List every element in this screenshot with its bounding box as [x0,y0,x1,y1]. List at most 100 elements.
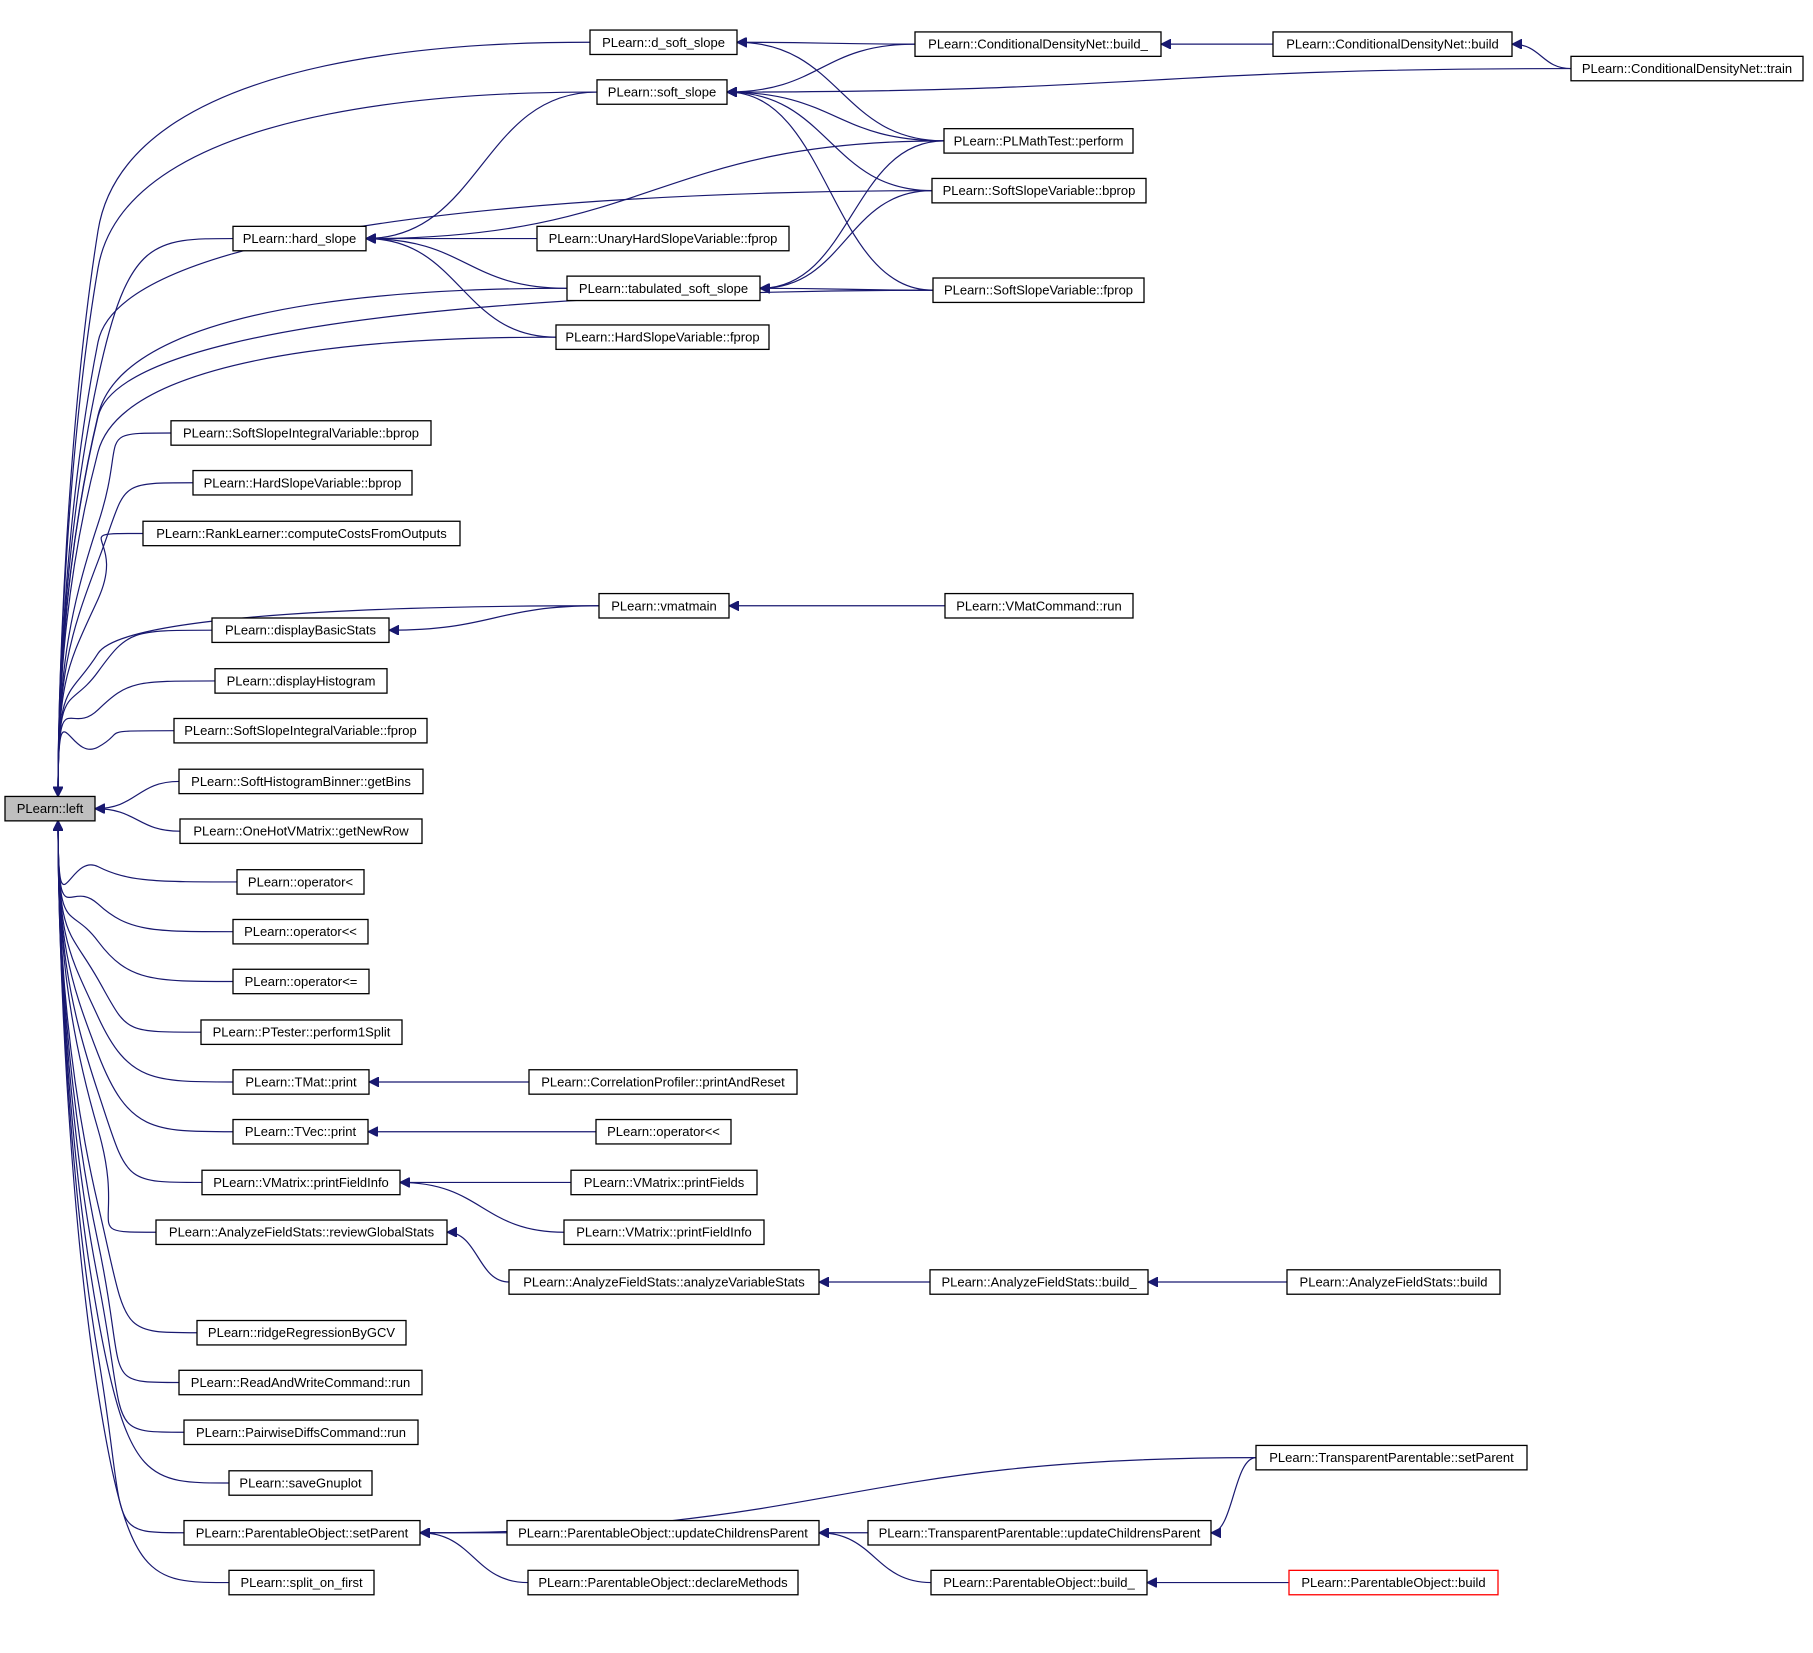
node-cdn_train[interactable]: PLearn::ConditionalDensityNet::train [1570,55,1804,82]
node-op_ltlt2[interactable]: PLearn::operator<< [595,1118,732,1145]
node-op_le[interactable]: PLearn::operator<= [232,968,370,995]
node-ssiv_bprop[interactable]: PLearn::SoftSlopeIntegralVariable::bprop [170,420,432,446]
node-hsv_bprop[interactable]: PLearn::HardSlopeVariable::bprop [192,469,413,496]
node-vmatmain[interactable]: PLearn::vmatmain [598,592,730,619]
node-label: PLearn::operator<< [244,924,357,939]
node-rank_learner[interactable]: PLearn::RankLearner::computeCostsFromOut… [142,520,461,547]
node-cdn_build[interactable]: PLearn::ConditionalDensityNet::build [1272,31,1513,58]
node-hsv_fprop[interactable]: PLearn::HardSlopeVariable::fprop [555,324,770,351]
node-unary_fprop[interactable]: PLearn::UnaryHardSlopeVariable::fprop [536,225,790,252]
node-label: PLearn::SoftSlopeVariable::fprop [944,283,1133,298]
node-label: PLearn::operator< [248,874,353,889]
node-vm_printfields[interactable]: PLearn::VMatrix::printFields [570,1169,758,1196]
node-label: PLearn::SoftSlopeIntegralVariable::fprop [184,723,416,738]
node-box [929,1269,1149,1295]
node-op_lt[interactable]: PLearn::operator< [236,869,365,895]
node-split_on_first[interactable]: PLearn::split_on_first [228,1569,375,1596]
node-ssv_bprop[interactable]: PLearn::SoftSlopeVariable::bprop [931,177,1147,204]
node-box [179,818,423,845]
node-label: PLearn::split_on_first [240,1575,363,1590]
node-ssiv_fprop[interactable]: PLearn::SoftSlopeIntegralVariable::fprop [173,717,428,744]
node-corr_profiler[interactable]: PLearn::CorrelationProfiler::printAndRes… [528,1069,798,1095]
node-box [142,520,461,547]
node-plmathtest[interactable]: PLearn::PLMathTest::perform [943,128,1134,154]
node-box [201,1169,401,1196]
node-box [232,1069,370,1095]
node-box [944,592,1134,619]
edge-ptester-to-left [58,821,202,1033]
node-label: PLearn::operator<= [245,974,358,989]
node-box [192,469,413,496]
edge-split_on_first-to-left [58,821,230,1584]
node-box [183,1419,419,1446]
edge-display_basic_stats-to-left [58,629,213,796]
node-tp_setparent[interactable]: PLearn::TransparentParentable::setParent [1255,1444,1528,1471]
node-display_histogram[interactable]: PLearn::displayHistogram [214,668,388,694]
node-save_gnuplot[interactable]: PLearn::saveGnuplot [228,1470,373,1496]
node-onehot_getnewrow[interactable]: PLearn::OneHotVMatrix::getNewRow [179,818,423,845]
node-label: PLearn::ParentableObject::updateChildren… [518,1525,808,1540]
edge-tp_setparent-to-tp_update [1210,1457,1257,1533]
node-readwrite_run[interactable]: PLearn::ReadAndWriteCommand::run [178,1369,423,1396]
node-box [1255,1444,1528,1471]
node-po_build_[interactable]: PLearn::ParentableObject::build_ [930,1569,1148,1596]
node-ptester[interactable]: PLearn::PTester::perform1Split [200,1019,403,1046]
node-d_soft_slope[interactable]: PLearn::d_soft_slope [589,29,738,56]
node-po_setparent[interactable]: PLearn::ParentableObject::setParent [183,1519,421,1546]
node-label: PLearn::ridgeRegressionByGCV [208,1325,395,1340]
node-hard_slope[interactable]: PLearn::hard_slope [232,225,367,252]
node-label: PLearn::PLMathTest::perform [954,133,1124,148]
node-shb_getbins[interactable]: PLearn::SoftHistogramBinner::getBins [178,768,424,795]
node-tvec_print[interactable]: PLearn::TVec::print [232,1118,369,1145]
node-ridge[interactable]: PLearn::ridgeRegressionByGCV [196,1319,407,1346]
node-box [236,869,365,895]
node-tmat_print[interactable]: PLearn::TMat::print [232,1069,370,1095]
node-box [932,277,1145,304]
node-box [1288,1569,1499,1596]
edge-ridge-to-left [58,821,198,1334]
node-vm_printfieldinfo[interactable]: PLearn::VMatrix::printFieldInfo [201,1169,401,1196]
edges-layer [58,42,1572,1584]
node-label: PLearn::ConditionalDensityNet::train [1582,61,1792,76]
node-cdn_build_[interactable]: PLearn::ConditionalDensityNet::build_ [914,31,1162,58]
edge-vmatmain-to-display_basic_stats [389,605,600,630]
edge-afs_analyze-to-afs_review [447,1232,510,1283]
node-vm_printfieldinfo2[interactable]: PLearn::VMatrix::printFieldInfo [563,1219,765,1246]
edge-po_declare-to-po_setparent [420,1533,529,1584]
node-tp_update[interactable]: PLearn::TransparentParentable::updateChi… [867,1519,1212,1546]
node-label: PLearn::displayHistogram [227,673,376,688]
node-label: PLearn::PairwiseDiffsCommand::run [196,1425,406,1440]
node-left[interactable]: PLearn::left [4,795,96,822]
node-po_declare[interactable]: PLearn::ParentableObject::declareMethods [527,1569,799,1596]
node-label: PLearn::VMatCommand::run [956,598,1121,613]
node-box [178,1369,423,1396]
edge-ssv_bprop-to-tabulated_soft_slope [760,190,933,289]
node-op_ltlt[interactable]: PLearn::operator<< [232,918,369,945]
node-afs_build[interactable]: PLearn::AnalyzeFieldStats::build [1286,1269,1501,1295]
node-label: PLearn::AnalyzeFieldStats::reviewGlobalS… [169,1225,435,1240]
node-label: PLearn::SoftSlopeVariable::bprop [943,183,1136,198]
edge-rank_learner-to-left [58,532,144,796]
node-box [1570,55,1804,82]
node-tabulated_soft_slope[interactable]: PLearn::tabulated_soft_slope [566,275,761,302]
nodes-layer: PLearn::leftPLearn::d_soft_slopePLearn::… [4,29,1804,1596]
edge-soft_slope-to-left [58,91,598,796]
node-soft_slope[interactable]: PLearn::soft_slope [596,79,728,105]
node-box [595,1118,732,1145]
node-afs_review[interactable]: PLearn::AnalyzeFieldStats::reviewGlobalS… [155,1219,448,1246]
node-afs_analyze[interactable]: PLearn::AnalyzeFieldStats::analyzeVariab… [508,1269,820,1295]
node-po_update[interactable]: PLearn::ParentableObject::updateChildren… [506,1519,820,1546]
node-afs_build_[interactable]: PLearn::AnalyzeFieldStats::build_ [929,1269,1149,1295]
node-pairwise_run[interactable]: PLearn::PairwiseDiffsCommand::run [183,1419,419,1446]
node-display_basic_stats[interactable]: PLearn::displayBasicStats [211,617,390,644]
node-ssv_fprop[interactable]: PLearn::SoftSlopeVariable::fprop [932,277,1145,304]
node-box [183,1519,421,1546]
edge-ssv_fprop-to-soft_slope [727,92,934,291]
node-vmatcommand_run[interactable]: PLearn::VMatCommand::run [944,592,1134,619]
node-box [931,177,1147,204]
node-label: PLearn::PTester::perform1Split [213,1025,391,1040]
node-po_build[interactable]: PLearn::ParentableObject::build [1288,1569,1499,1596]
node-label: PLearn::VMatrix::printFields [584,1175,745,1190]
edge-ssv_fprop-to-tabulated_soft_slope [760,288,934,290]
